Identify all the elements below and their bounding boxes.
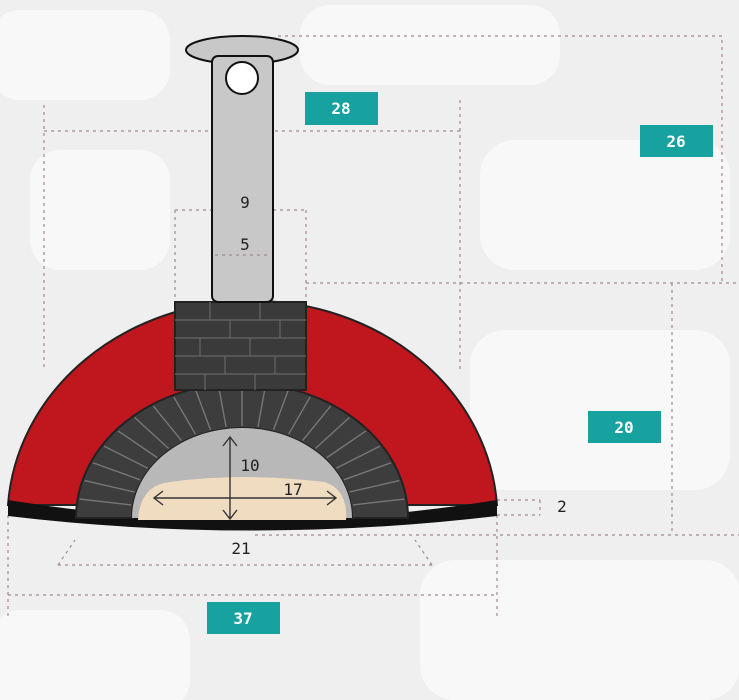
svg-text:28: 28 <box>331 99 350 118</box>
brick-joint <box>84 479 135 493</box>
svg-text:37: 37 <box>233 609 252 628</box>
oven-base <box>8 500 497 531</box>
brick-arch-joints <box>79 385 405 506</box>
dimension-lines <box>7 35 739 620</box>
brick-joint <box>272 390 289 430</box>
brick-joint <box>314 416 350 449</box>
label-base-thickness: 2 <box>557 497 567 516</box>
badge-total-width: 37 <box>207 602 280 634</box>
badge-chimney-height: 28 <box>305 92 378 125</box>
brick-joint <box>79 498 132 506</box>
stone-wall-background <box>0 5 739 700</box>
chimney-brick-base <box>174 301 307 391</box>
badge-dome-height: 20 <box>588 411 661 443</box>
label-base-width: 21 <box>231 539 250 558</box>
brick-joint <box>335 445 381 469</box>
brick-joint <box>92 462 141 481</box>
brick-joint <box>302 405 332 442</box>
brick-joint <box>349 479 400 493</box>
brick-joint <box>257 386 267 428</box>
label-chimney-lower: 5 <box>240 235 250 254</box>
brick-joint <box>343 462 392 481</box>
brick-joint <box>173 396 197 435</box>
brick-joint <box>103 445 149 469</box>
brick-joint <box>287 396 311 435</box>
brick-joint <box>352 498 405 506</box>
brick-joint <box>134 416 170 449</box>
badge-total-height: 26 <box>640 125 713 157</box>
brick-joint <box>117 430 158 459</box>
opening-arrows <box>152 435 338 521</box>
chimney-pipe <box>211 55 274 303</box>
brick-joint <box>217 386 227 428</box>
brick-joint <box>326 430 367 459</box>
chimney-hole <box>225 61 259 95</box>
label-opening-width: 17 <box>283 480 302 499</box>
svg-text:20: 20 <box>614 418 633 437</box>
label-opening-height: 10 <box>240 456 259 475</box>
brick-joint <box>152 405 182 442</box>
brick-joint <box>195 390 212 430</box>
svg-text:26: 26 <box>666 132 685 151</box>
label-chimney-upper: 9 <box>240 193 250 212</box>
